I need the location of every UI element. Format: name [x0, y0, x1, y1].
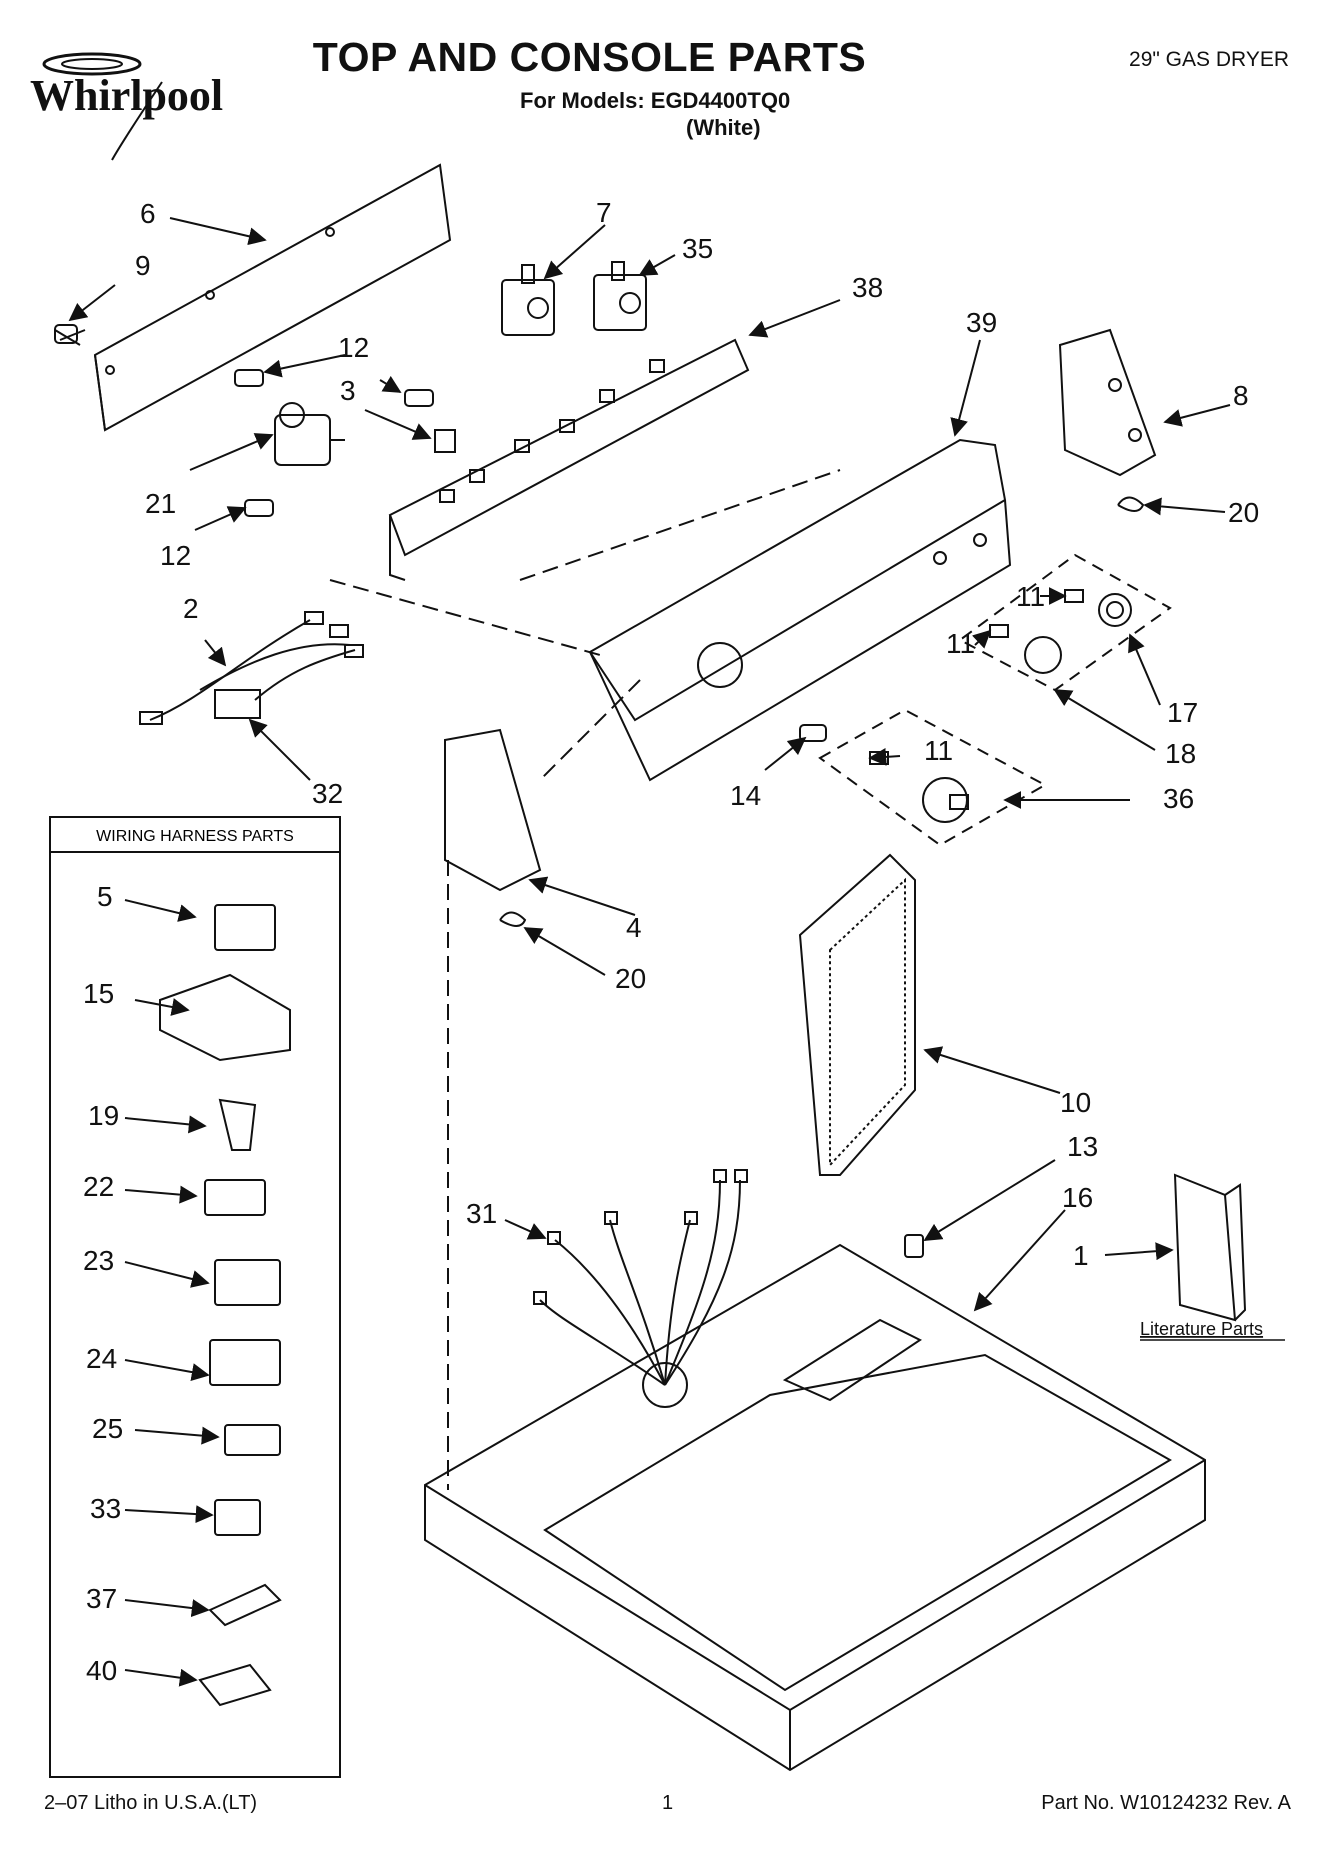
callout-38: 38: [852, 272, 883, 303]
clip-20b: [499, 911, 527, 927]
callout-32: 32: [312, 778, 343, 809]
clip-19: [218, 1098, 257, 1151]
knob-17: [1098, 593, 1132, 627]
lint-filter-10: [798, 853, 916, 1176]
connector-33: [214, 1499, 261, 1536]
connector-22: [204, 1179, 266, 1216]
brand-name: Whirlpool: [30, 71, 223, 120]
callout-10: 10: [1060, 1087, 1091, 1118]
knob-18: [1024, 636, 1062, 674]
connector-40: [198, 1663, 272, 1707]
end-cap-8: [1058, 328, 1157, 477]
callout-1: 1: [1073, 1240, 1089, 1271]
connector-25: [224, 1424, 281, 1456]
callout-12b: 12: [160, 540, 191, 571]
exploded-parts-diagram: WIRING HARNESS PARTS 6 9 12 3 21 12 7 35…: [49, 163, 1285, 1778]
wire-harness-2: [139, 611, 364, 725]
callout-2: 2: [183, 593, 199, 624]
part-number: Part No. W10124232 Rev. A: [1041, 1792, 1291, 1814]
screw-13: [904, 1234, 924, 1258]
callout-7: 7: [596, 197, 612, 228]
model-color: (White): [686, 115, 761, 140]
switch-7: [501, 264, 555, 336]
console-bracket-38: [388, 338, 750, 581]
callout-37: 37: [86, 1583, 117, 1614]
connector-24: [209, 1339, 281, 1386]
footer-litho: 2–07 Litho in U.S.A.(LT): [44, 1792, 258, 1814]
callout-13: 13: [1067, 1131, 1098, 1162]
connector-5: [214, 904, 276, 951]
switch-35: [593, 261, 647, 331]
connector-15: [159, 973, 291, 1062]
callout-40: 40: [86, 1655, 117, 1686]
callout-17: 17: [1167, 697, 1198, 728]
whirlpool-logo: Whirlpool: [30, 52, 223, 161]
model-number: For Models: EGD4400TQ0: [520, 88, 791, 113]
screw-12b: [244, 499, 274, 517]
switch-21: [274, 402, 345, 466]
callout-14: 14: [730, 780, 761, 811]
screw-14: [799, 724, 827, 742]
callout-12a: 12: [338, 332, 369, 363]
console-panel-39: [588, 438, 1012, 782]
knob-box-36: [818, 708, 1048, 847]
callout-31: 31: [466, 1198, 497, 1229]
callout-11a: 11: [1016, 581, 1045, 612]
callout-19: 19: [88, 1100, 119, 1131]
callout-36: 36: [1163, 783, 1194, 814]
callout-11c: 11: [924, 735, 953, 766]
callout-35: 35: [682, 233, 713, 264]
callout-5: 5: [97, 881, 113, 912]
page-number: 1: [662, 1792, 674, 1814]
terminal-37: [208, 1583, 282, 1627]
callout-20b: 20: [615, 963, 646, 994]
rear-bracket-part: [93, 163, 452, 432]
literature-parts-label: Literature Parts: [1140, 1319, 1263, 1339]
callout-21: 21: [145, 488, 176, 519]
end-cap-4: [444, 728, 542, 892]
callout-11b: 11: [946, 628, 975, 659]
callout-39: 39: [966, 307, 997, 338]
literature-book: [1173, 1173, 1247, 1322]
knob-36: [922, 777, 969, 823]
clip-20a: [1117, 496, 1145, 512]
callout-23: 23: [83, 1245, 114, 1276]
wiring-box-title: WIRING HARNESS PARTS: [96, 828, 294, 845]
product-type: 29" GAS DRYER: [1129, 48, 1289, 71]
callout-33: 33: [90, 1493, 121, 1524]
screw-9: [54, 324, 86, 346]
wiring-harness-parts-box: [49, 816, 341, 1778]
callout-9: 9: [135, 250, 151, 281]
callout-15: 15: [83, 978, 114, 1009]
callout-22: 22: [83, 1171, 114, 1202]
clip-3: [434, 429, 456, 453]
screw-12c: [404, 389, 434, 407]
callout-8: 8: [1233, 380, 1249, 411]
page-title: TOP AND CONSOLE PARTS: [312, 34, 867, 80]
top-panel-16: [424, 1243, 1206, 1772]
connector-23: [214, 1259, 281, 1306]
callout-3: 3: [340, 375, 356, 406]
callout-25: 25: [92, 1413, 123, 1444]
callout-16: 16: [1062, 1182, 1093, 1213]
callout-20a: 20: [1228, 497, 1259, 528]
wiring-bundle-31: [533, 1169, 748, 1386]
callout-6: 6: [140, 198, 156, 229]
screw-12a: [234, 369, 264, 387]
clip-11a: [1064, 589, 1084, 603]
callout-4: 4: [626, 912, 642, 943]
callout-18: 18: [1165, 738, 1196, 769]
callout-24: 24: [86, 1343, 117, 1374]
clip-11b: [989, 624, 1009, 638]
